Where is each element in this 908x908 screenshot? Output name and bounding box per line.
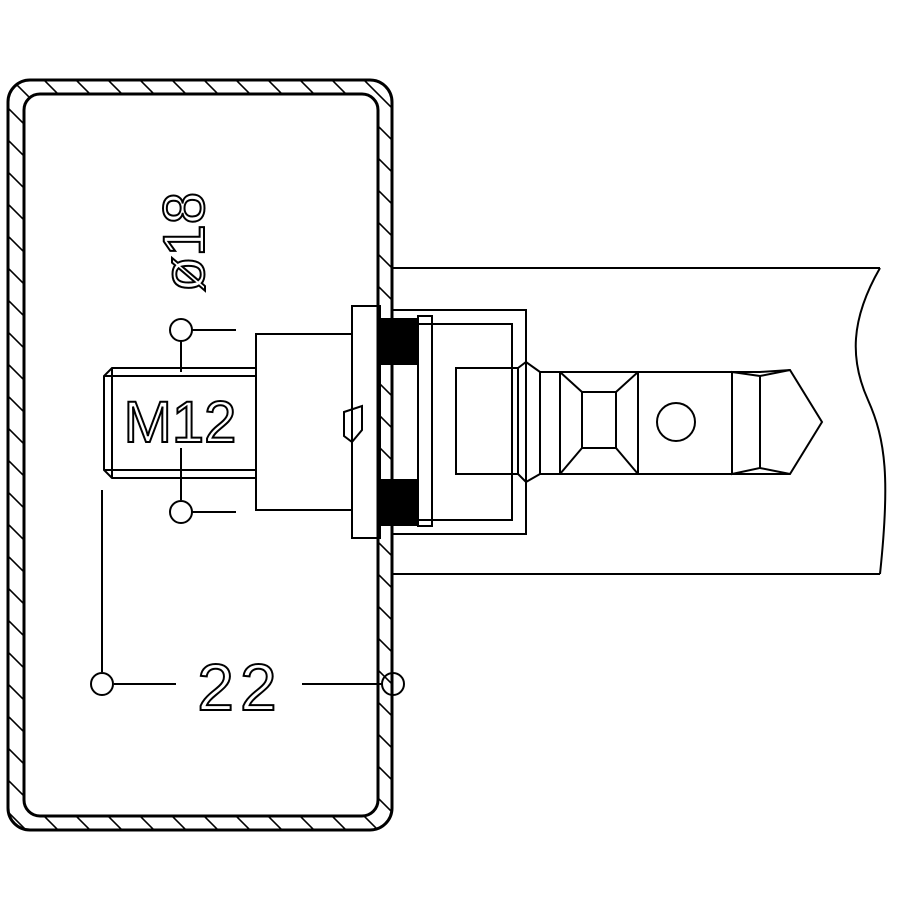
hatch-line xyxy=(444,0,908,900)
seal-top xyxy=(380,318,418,364)
flange-bore xyxy=(379,363,419,481)
hatch-line xyxy=(8,80,392,830)
pipe-break-line xyxy=(854,267,887,575)
dimension-thread: M12 xyxy=(123,318,237,524)
hatch-line xyxy=(796,0,908,900)
hatch-line xyxy=(8,80,392,830)
seal-bottom xyxy=(380,480,418,526)
hatch-line xyxy=(8,80,392,830)
hatch-line xyxy=(155,80,392,830)
flange-plate-right xyxy=(417,315,433,527)
hatch-line xyxy=(8,80,97,830)
housing-inner xyxy=(22,92,380,818)
hatch-line xyxy=(8,80,392,830)
crimp-zone xyxy=(559,371,639,475)
crimp-window xyxy=(581,391,617,449)
hatch-line xyxy=(764,0,908,900)
hatch-line xyxy=(8,80,392,830)
hatch-line xyxy=(315,80,392,830)
hatch-line xyxy=(8,80,65,830)
dim-label-thread: M12 xyxy=(124,390,237,455)
hatch-line xyxy=(8,80,392,830)
spade-outline xyxy=(517,360,824,484)
flange-assembly xyxy=(343,305,433,539)
hatch-line xyxy=(8,80,33,830)
retainer-frame xyxy=(392,309,527,535)
hatch-line xyxy=(860,0,908,900)
dim-dot-thread-top xyxy=(169,318,193,342)
hatch-line xyxy=(828,0,908,900)
pipe xyxy=(392,267,887,575)
hatch-line xyxy=(540,0,908,900)
lock-clip xyxy=(343,404,363,444)
housing-outer xyxy=(6,78,394,832)
terminal xyxy=(455,360,824,484)
hatch-line xyxy=(8,80,392,830)
hatch-line xyxy=(187,80,392,830)
hatch-line xyxy=(604,0,908,900)
hatch-line xyxy=(379,80,392,830)
hatch-line xyxy=(8,80,392,830)
terminal-hole xyxy=(656,402,696,442)
hatch-line xyxy=(508,0,908,900)
flange-plate-left xyxy=(351,305,381,539)
terminal-base xyxy=(455,367,519,475)
hatch-line xyxy=(892,0,908,900)
hatch-line xyxy=(8,80,129,830)
hatch-line xyxy=(668,0,908,900)
hatch-line xyxy=(412,0,908,900)
dimension-diameter: ø18 xyxy=(151,191,218,293)
dim-dot-thread-bottom xyxy=(169,500,193,524)
hatch-line xyxy=(123,80,392,830)
dimension-width: 22 xyxy=(90,490,405,725)
spade-rib xyxy=(731,370,761,476)
hatch-line xyxy=(8,80,392,830)
dim-dot-width-left xyxy=(90,672,114,696)
dim-dot-width-right xyxy=(381,672,405,696)
dim-label-diameter: ø18 xyxy=(152,192,217,292)
dim-label-width: 22 xyxy=(197,650,282,724)
hatch-line xyxy=(572,0,908,900)
nut-body xyxy=(255,333,353,511)
nut xyxy=(255,333,353,511)
hatch-line xyxy=(8,80,161,830)
hatch-line xyxy=(636,0,908,900)
